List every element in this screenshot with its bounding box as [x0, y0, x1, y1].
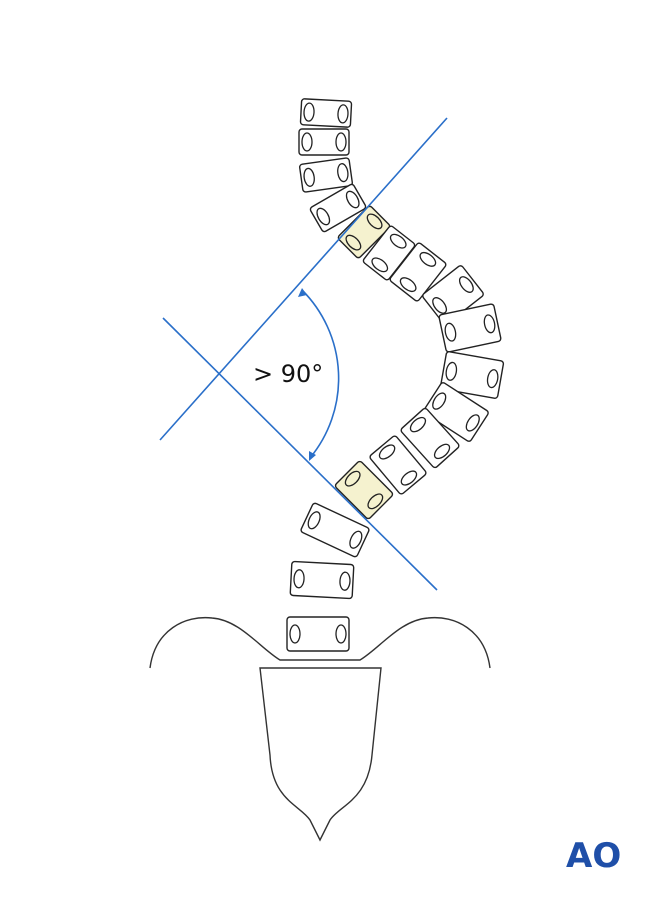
ao-logo: AO: [566, 836, 621, 876]
pedicle: [445, 361, 458, 381]
pedicle: [303, 102, 315, 122]
pedicle: [465, 414, 480, 432]
arc-arrowhead-top: [298, 288, 307, 297]
iliac-wings: [149, 616, 491, 669]
vertebral-body: [298, 128, 350, 156]
pedicle: [458, 276, 474, 293]
vertebra: [362, 225, 416, 281]
vertebra: [400, 407, 460, 469]
vertebral-body: [337, 205, 391, 259]
vertebral-body: [389, 242, 447, 302]
pedicle: [483, 314, 496, 334]
pedicle: [444, 322, 457, 342]
vertebra: [298, 128, 350, 156]
pedicle: [432, 392, 447, 410]
pedicle: [337, 104, 349, 124]
vertebral-body: [369, 435, 427, 495]
vertebral-body: [289, 560, 355, 600]
arc-arrowhead-bottom: [309, 451, 316, 461]
pedicle: [367, 493, 384, 510]
pelvis: [149, 616, 491, 842]
pedicle: [432, 297, 448, 314]
vertebra: [300, 502, 370, 558]
pedicle: [433, 443, 451, 460]
vertebral-body: [439, 351, 505, 399]
pedicle: [399, 277, 417, 293]
vertebra: [423, 382, 489, 442]
vertebra: [309, 183, 367, 233]
pedicle: [419, 251, 437, 267]
pedicle: [293, 569, 305, 589]
pedicle: [345, 190, 360, 209]
vertebra: [389, 242, 447, 302]
pedicle: [335, 624, 347, 644]
pedicle: [349, 530, 363, 549]
pedicle: [400, 470, 418, 486]
upper-endplate-line: [159, 117, 448, 441]
pedicle: [366, 213, 383, 230]
pedicle: [339, 571, 351, 591]
pedicle: [344, 470, 361, 487]
pedicle: [337, 163, 349, 183]
pedicle: [486, 369, 499, 389]
pedicle: [371, 257, 389, 273]
lower-endplate-line: [162, 317, 438, 591]
pedicle: [307, 511, 321, 530]
vertebra-end-highlighted: [337, 205, 391, 259]
angle-label: > 90°: [253, 360, 323, 388]
pedicle: [378, 444, 396, 460]
vertebra: [439, 351, 505, 399]
pedicle: [335, 132, 347, 152]
pedicle: [345, 234, 362, 251]
pedicle: [289, 624, 301, 644]
vertebral-body: [400, 407, 460, 469]
pedicle: [409, 416, 427, 433]
spine: [286, 98, 505, 652]
vertebra: [289, 560, 355, 600]
vertebral-body: [309, 183, 367, 233]
vertebra: [298, 157, 354, 193]
vertebra: [286, 616, 350, 652]
sacrum: [259, 667, 382, 842]
vertebral-body: [286, 616, 350, 652]
angle-arc: [301, 289, 340, 459]
vertebra: [299, 98, 353, 128]
pedicle: [389, 233, 407, 249]
pedicle: [316, 207, 331, 226]
vertebra: [438, 303, 502, 353]
vertebral-body: [334, 460, 394, 520]
vertebra: [369, 435, 427, 495]
vertebral-body: [423, 382, 489, 442]
pedicle: [301, 132, 313, 152]
vertebral-body: [298, 157, 354, 193]
pedicle: [303, 167, 315, 187]
vertebral-body: [300, 502, 370, 558]
vertebra-end-highlighted: [334, 460, 394, 520]
